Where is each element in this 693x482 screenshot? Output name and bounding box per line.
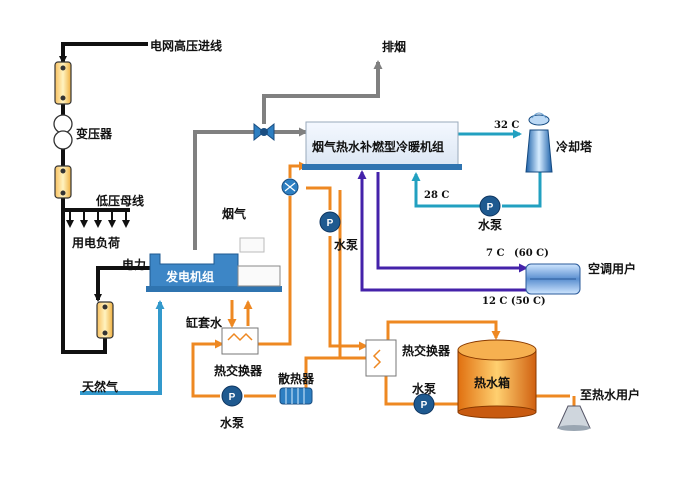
ac-user-unit	[525, 263, 581, 295]
svg-text:P: P	[487, 202, 494, 213]
cooling-tower-icon	[525, 112, 553, 173]
cooling-tower-label: 冷却塔	[556, 140, 593, 154]
transformer-label: 变压器	[76, 127, 113, 141]
hot-water-tank-label: 热水箱	[474, 376, 511, 390]
low-voltage-bus-label: 低压母线	[96, 194, 145, 208]
switch-icon	[96, 301, 114, 339]
pump-icon: P	[479, 195, 501, 217]
pump-3-label: 水泵	[478, 218, 503, 232]
heat-exchanger-1-label: 热交换器	[214, 364, 263, 378]
temp-28-label: 28 C	[424, 190, 450, 201]
generator-set	[146, 237, 282, 292]
svg-text:P: P	[327, 218, 334, 229]
power-load-arrows	[66, 210, 130, 228]
power-label: 电力	[122, 258, 147, 272]
valve-icon	[253, 122, 275, 142]
chilled-water-lines	[357, 170, 528, 292]
power-load-label: 用电负荷	[72, 236, 121, 250]
chiller-label: 烟气热水补燃型冷暖机组	[312, 140, 445, 154]
power-lines	[59, 42, 150, 354]
svg-text:P: P	[421, 400, 428, 411]
cooling-water-lines	[411, 129, 542, 208]
svg-text:P: P	[229, 392, 236, 403]
hot-water-user-label: 至热水用户	[580, 388, 641, 402]
pump-icon: P	[221, 385, 243, 407]
temp-7-label: 7 C	[486, 248, 505, 259]
pump-icon	[281, 178, 299, 196]
switch-icon	[54, 165, 72, 199]
temp-12-label: 12 C (50 C)	[482, 296, 546, 307]
radiator-icon	[279, 387, 313, 405]
gas-line	[80, 300, 165, 395]
exhaust-label: 排烟	[382, 40, 407, 54]
chiller-unit	[302, 121, 462, 170]
generator-set-label: 发电机组	[166, 270, 215, 284]
transformer-icon	[53, 114, 73, 150]
heat-exchanger-2-label: 热交换器	[402, 344, 451, 358]
temp-32-label: 32 C	[494, 120, 520, 131]
pump-icon: P	[413, 393, 435, 415]
shower-head-icon	[557, 405, 591, 431]
switch-icon	[54, 61, 72, 105]
pump-2-label: 水泵	[334, 238, 359, 252]
grid-line-label: 电网高压进线	[150, 39, 223, 53]
ac-user-label: 空调用户	[588, 262, 637, 276]
hot-water-tank	[457, 339, 537, 419]
pump-1-label: 水泵	[220, 416, 245, 430]
heat-exchanger-2	[365, 339, 397, 377]
pump-icon: P	[319, 211, 341, 233]
pump-4-label: 水泵	[412, 382, 437, 396]
radiator-label: 散热器	[278, 372, 315, 386]
flue-lines	[193, 60, 383, 250]
temp-60-label: (60 C)	[514, 248, 549, 259]
natural-gas-label: 天然气	[82, 380, 119, 394]
jacket-water-label: 缸套水	[186, 316, 223, 330]
heat-exchanger-1	[221, 327, 259, 355]
flue-gas-label: 烟气	[222, 207, 247, 221]
